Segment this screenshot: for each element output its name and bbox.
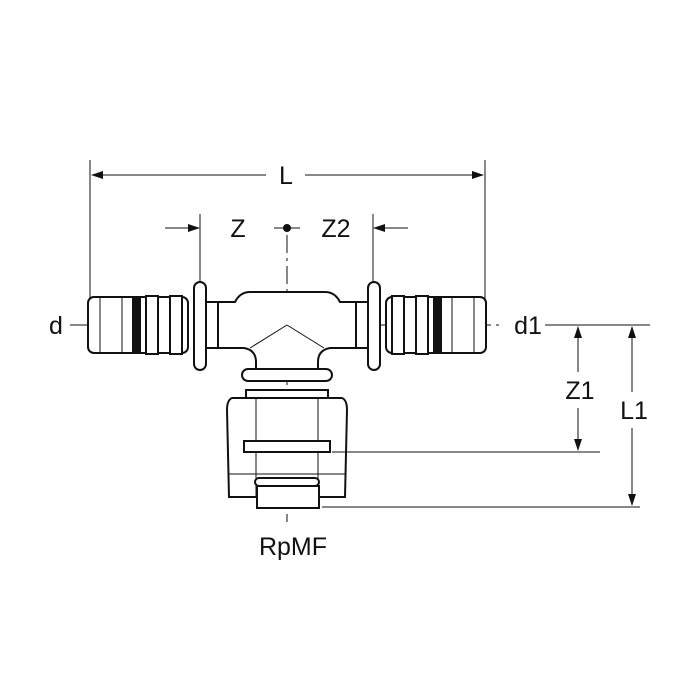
dimension-Z-Z2: Z Z2 <box>165 214 408 285</box>
label-d1: d1 <box>514 312 542 340</box>
label-RpMF: RpMF <box>259 533 327 561</box>
label-Z: Z <box>230 215 245 243</box>
label-d: d <box>49 312 63 340</box>
tee-body <box>217 291 357 509</box>
right-press-end <box>355 281 487 371</box>
dimension-Z1-L1: Z1 L1 <box>322 324 650 508</box>
left-press-end <box>87 281 219 371</box>
dimension-L: L <box>89 160 486 300</box>
label-L: L <box>279 162 293 190</box>
label-L1: L1 <box>620 397 648 425</box>
label-Z1: Z1 <box>565 377 594 405</box>
label-Z2: Z2 <box>321 215 350 243</box>
